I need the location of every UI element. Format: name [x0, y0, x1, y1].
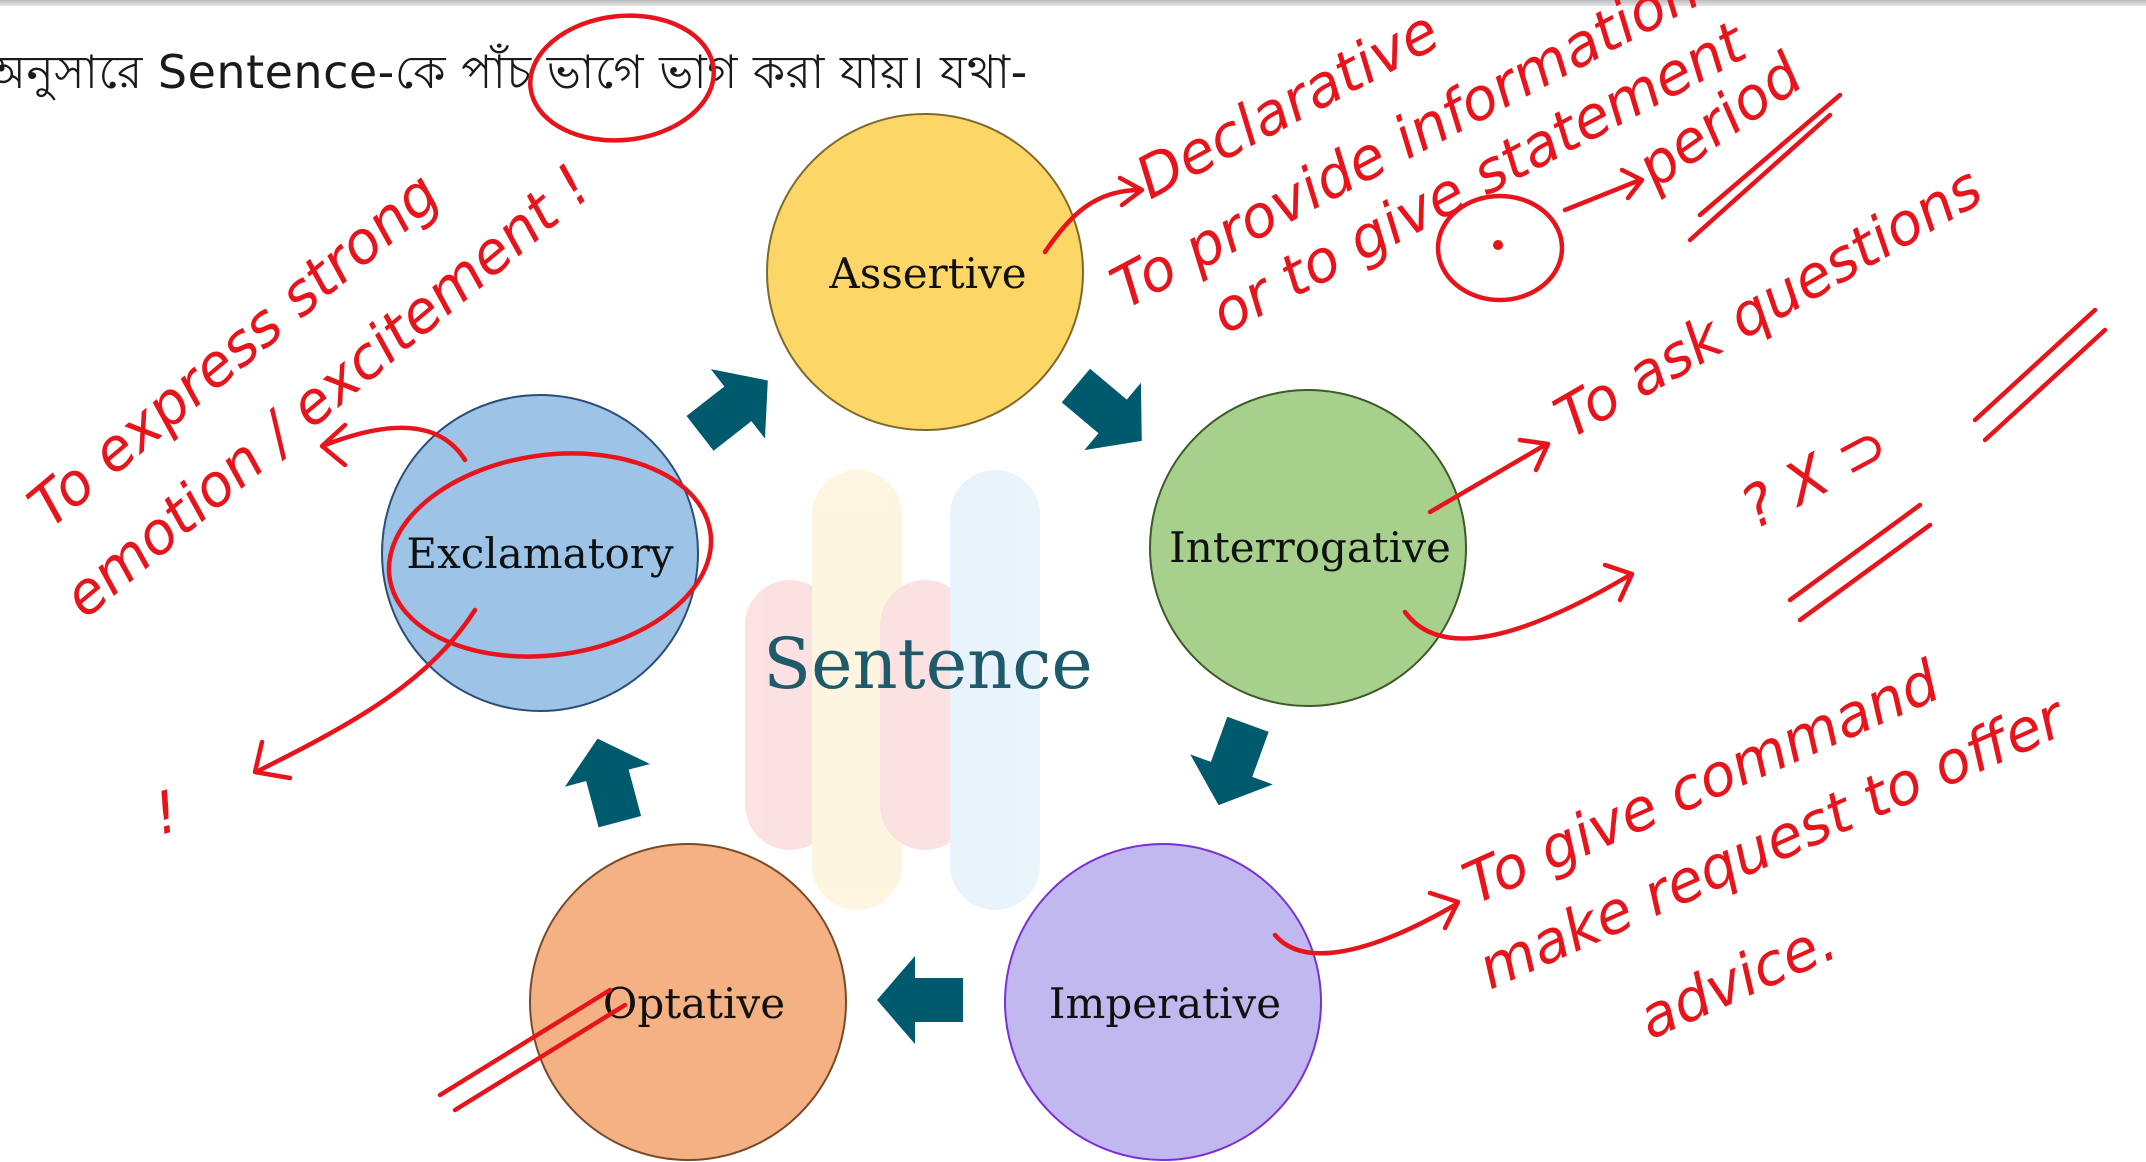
period-double-underline [1687, 92, 1843, 243]
node-exclamatory-label: Exclamatory [406, 529, 673, 578]
node-assertive-label: Assertive [828, 249, 1026, 298]
highlight-circle [528, 13, 716, 143]
assertive-arrow-head [1117, 175, 1145, 208]
period-circle [1435, 193, 1565, 303]
interrogative-double-underline-2 [1972, 307, 2108, 443]
node-optative-label: Optative [603, 979, 785, 1028]
exclamatory-note-mark: ! [146, 777, 186, 849]
node-optative: Optative [529, 843, 847, 1161]
node-interrogative: Interrogative [1149, 389, 1467, 707]
exclamatory-circle [386, 451, 714, 659]
window-top-edge [0, 0, 2146, 6]
arrow-imperative-to-optative [877, 956, 963, 1044]
interrogative-note-symbols: ? X ⊃ [1730, 409, 1900, 542]
node-assertive: Assertive [766, 113, 1084, 431]
interrogative-arrow-2 [1402, 562, 1635, 641]
arrow-assertive-to-interrogative [1061, 368, 1142, 451]
slide-heading: অনুসারে Sentence-কে পাঁচ ভাগে ভাগ করা যা… [0, 45, 1028, 99]
node-imperative: Imperative [1004, 843, 1322, 1161]
interrogative-note-ask: To ask questions [1543, 153, 1993, 452]
exclamatory-arrow-down [252, 607, 478, 781]
optative-double-line [437, 987, 628, 1113]
center-label: Sentence [763, 623, 1093, 705]
arrow-exclamatory-to-assertive [686, 369, 768, 451]
watermark-logo [745, 470, 1040, 910]
interrogative-double-underline [1787, 502, 1933, 623]
arrow-interrogative-to-imperative [1190, 716, 1273, 806]
imperative-arrow [1272, 890, 1461, 956]
period-arrow [1562, 167, 1645, 213]
period-dot [1493, 240, 1503, 250]
node-imperative-label: Imperative [1049, 979, 1281, 1028]
interrogative-arrow-1 [1427, 437, 1551, 515]
node-interrogative-label: Interrogative [1169, 523, 1451, 572]
exclamatory-arrow-up [319, 422, 468, 468]
arrow-optative-to-exclamatory [564, 738, 650, 828]
assertive-arrow-line [1042, 187, 1143, 255]
